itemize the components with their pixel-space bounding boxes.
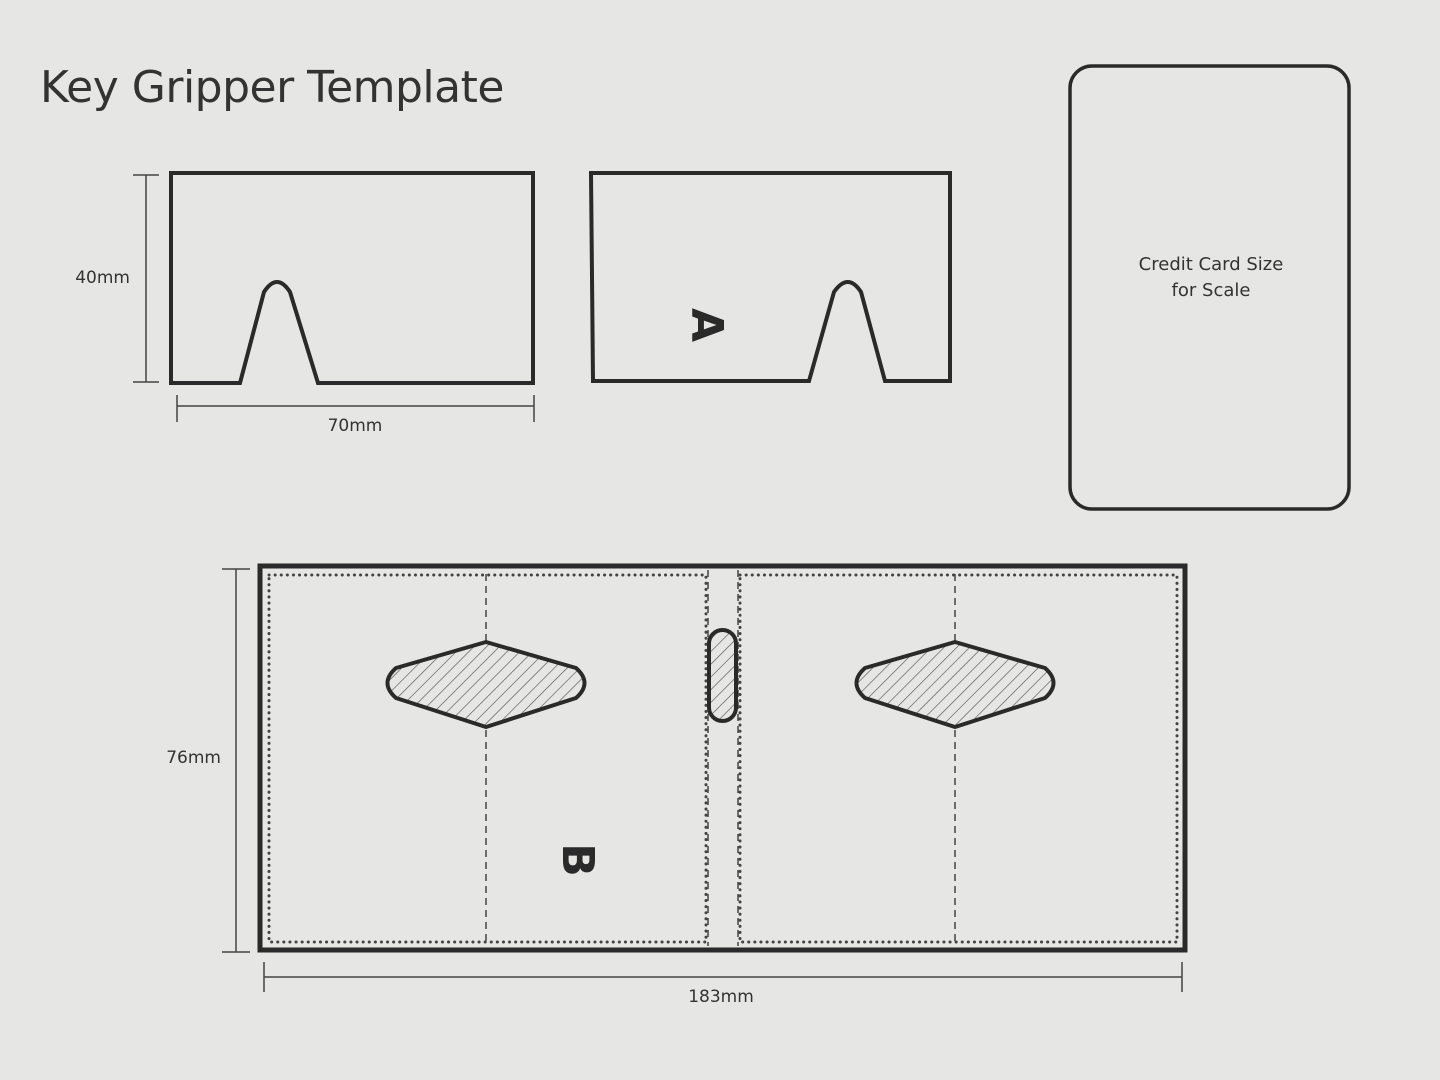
credit-card-outline bbox=[1068, 64, 1351, 511]
height-label-76mm: 76mm bbox=[166, 748, 221, 768]
piece-label-a: A bbox=[681, 308, 732, 342]
stitch-line-left bbox=[267, 573, 708, 944]
fold-lines bbox=[485, 570, 956, 946]
stitch-line-right bbox=[738, 573, 1179, 944]
panel-outline bbox=[257, 563, 1188, 953]
width-label-183mm: 183mm bbox=[688, 987, 754, 1007]
diamond-cutout-left bbox=[385, 640, 587, 729]
width-label-70mm: 70mm bbox=[328, 416, 383, 436]
center-slot-cutout bbox=[707, 628, 738, 723]
height-label-40mm: 40mm bbox=[75, 268, 130, 288]
width-dimension-70mm bbox=[176, 395, 535, 422]
page-title: Key Gripper Template bbox=[40, 62, 504, 113]
diamond-cutout-right bbox=[854, 640, 1056, 729]
height-dimension-40mm bbox=[133, 174, 159, 383]
card-label-line1: Credit Card Size bbox=[1139, 254, 1284, 275]
panel-label-b: B bbox=[552, 843, 603, 877]
piece-outline-a bbox=[588, 171, 952, 383]
height-dimension-76mm bbox=[222, 568, 250, 953]
piece-outline-left bbox=[169, 171, 535, 385]
width-dimension-183mm bbox=[263, 962, 1183, 992]
card-label-line2: for Scale bbox=[1172, 280, 1251, 301]
